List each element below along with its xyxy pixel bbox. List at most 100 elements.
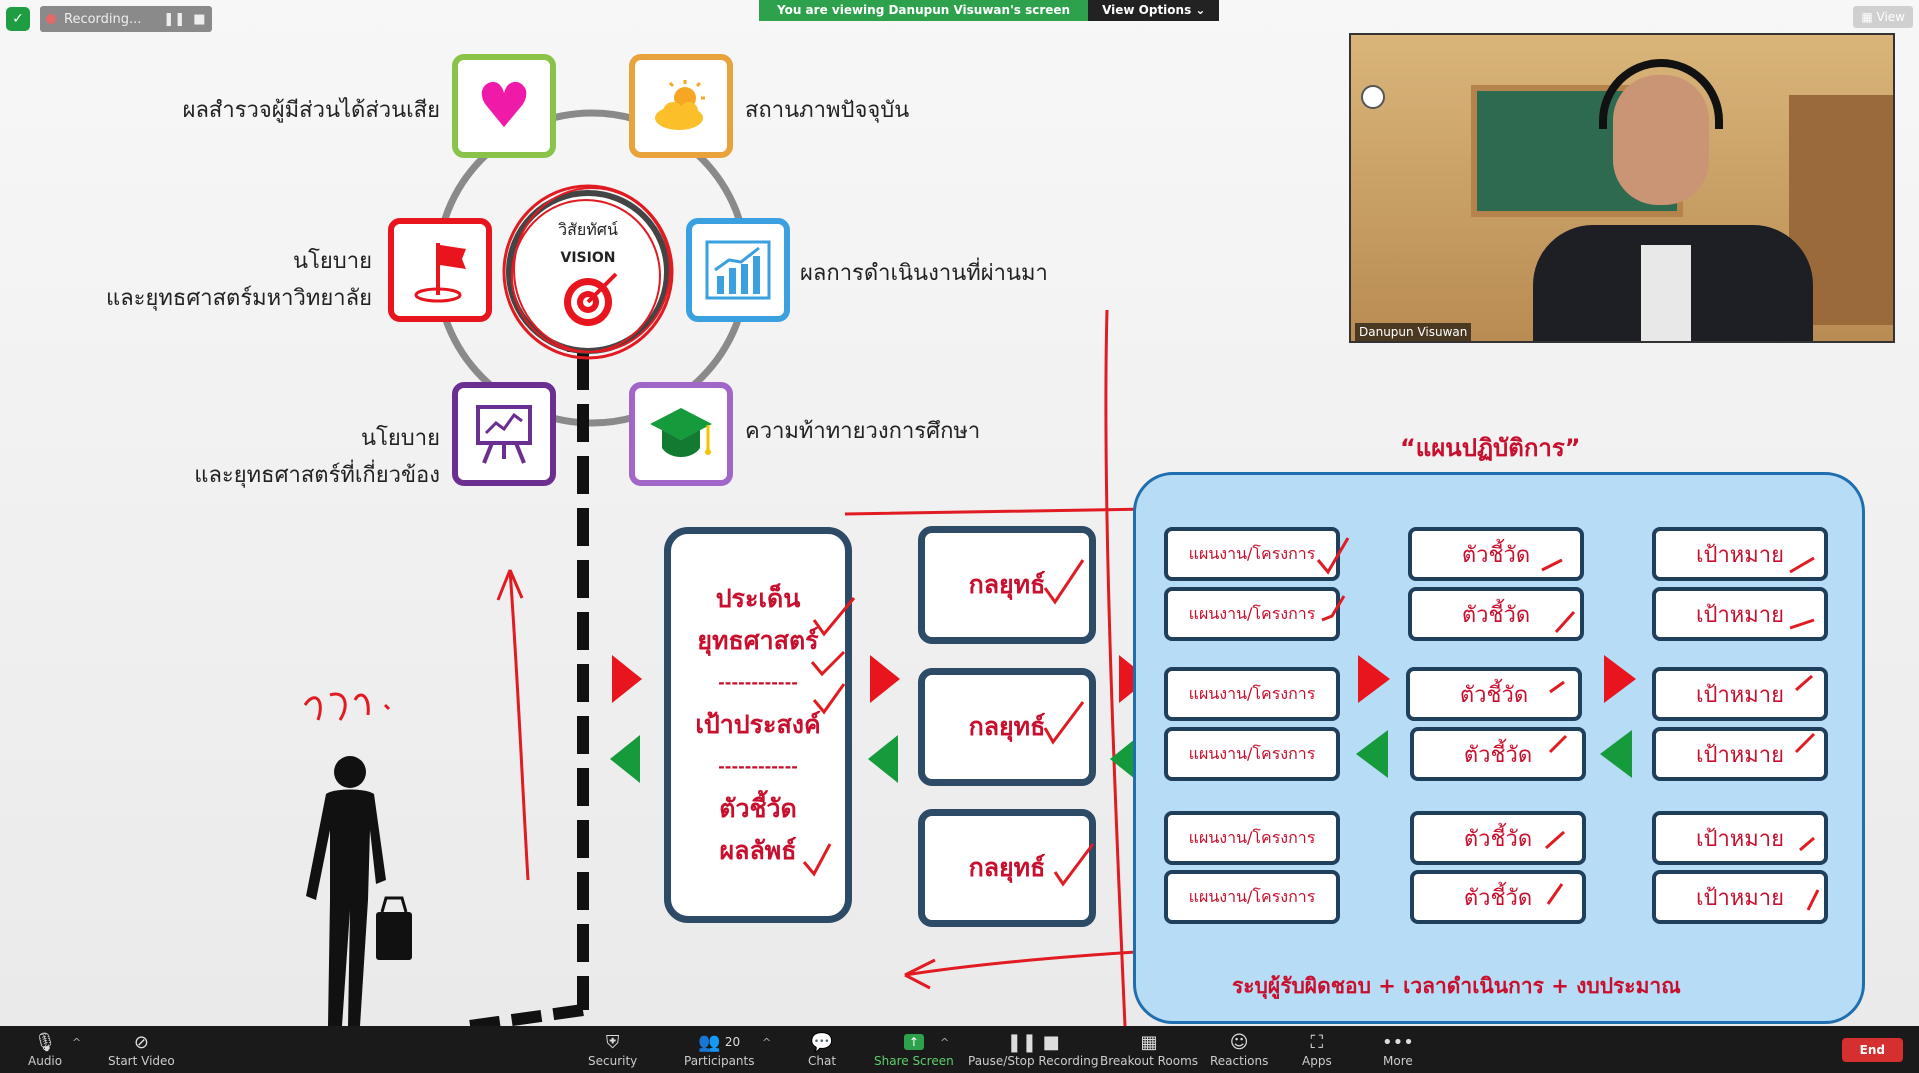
plan-box: แผนงาน/โครงการ <box>1164 811 1340 865</box>
footer-note: ระบุผู้รับผิดชอบ + เวลาดำเนินการ + งบประ… <box>1232 974 1681 998</box>
audio-button[interactable]: 🎙Audio <box>28 1031 63 1069</box>
chat-icon: 💬 <box>810 1031 834 1053</box>
breakout-rooms-button[interactable]: ▦Breakout Rooms <box>1100 1031 1199 1069</box>
current-status-label: สถานภาพปัจจุบัน <box>745 98 910 123</box>
flag-icon <box>414 243 466 303</box>
past-performance-tile <box>686 218 790 322</box>
right-triangle <box>870 655 900 703</box>
viewing-banner: You are viewing Danupun Visuwan's screen… <box>759 0 1220 21</box>
presentation-board-icon <box>476 405 532 464</box>
university-policy-tile <box>388 218 492 322</box>
more-button[interactable]: •••More <box>1382 1031 1414 1069</box>
audio-chevron-icon[interactable]: ^ <box>72 1036 82 1049</box>
target-box: เป้าหมาย <box>1652 811 1828 865</box>
stakeholder-survey-tile: ♥ <box>452 54 556 158</box>
strategy-box-3: กลยุทธ์ <box>918 809 1096 927</box>
end-button[interactable]: End <box>1841 1038 1903 1062</box>
participants-button[interactable]: 👥 20 Participants <box>684 1031 755 1069</box>
stakeholder-survey-label: ผลสำรวจผู้มีส่วนได้ส่วนเสีย <box>182 98 440 123</box>
reactions-button[interactable]: ☺Reactions <box>1210 1031 1269 1069</box>
strategic-issue-box: ประเด็น ยุทธศาสตร์ ------------ เป้าประส… <box>664 527 852 923</box>
participant-name: Danupun Visuwan <box>1355 323 1472 341</box>
reactions-icon: ☺ <box>1229 1031 1249 1053</box>
zoom-top-left: ✓ Recording... ❚❚ ■ <box>6 6 212 32</box>
apps-icon: ⛶ <box>1310 1031 1324 1053</box>
ink-circle-scribble <box>502 184 674 360</box>
university-policy-label-1: นโยบาย <box>293 249 372 274</box>
target-box: เป้าหมาย <box>1652 527 1828 581</box>
clock-icon <box>1361 85 1385 109</box>
sun-cloud-icon <box>655 80 705 130</box>
plan-box: แผนงาน/โครงการ <box>1164 727 1340 781</box>
plan-box: แผนงาน/โครงการ <box>1164 527 1340 581</box>
indicator-box: ตัวชี้วัด <box>1406 667 1582 721</box>
chat-button[interactable]: 💬Chat <box>808 1031 837 1069</box>
ink-up-arrow <box>496 569 530 881</box>
pause-stop-recording-button[interactable]: ❚❚ ■Pause/Stop Recording <box>968 1031 1099 1069</box>
plan-box: แผนงาน/โครงการ <box>1164 667 1340 721</box>
university-policy-label-2: และยุทธศาสตร์มหาวิทยาลัย <box>106 286 372 311</box>
speaker-shirt <box>1641 245 1691 341</box>
plan-box: แผนงาน/โครงการ <box>1164 587 1340 641</box>
indicator-box: ตัวชี้วัด <box>1408 527 1584 581</box>
slide-drawing <box>303 109 1661 1026</box>
ink-checkmarks <box>802 537 1820 911</box>
record-dot-icon <box>46 14 56 24</box>
speaker-video[interactable]: Danupun Visuwan <box>1349 33 1895 343</box>
target-box: เป้าหมาย <box>1652 870 1828 924</box>
strategic-issue-line2: ยุทธศาสตร์ <box>697 626 819 655</box>
indicator-box: ตัวชี้วัด <box>1410 727 1586 781</box>
pause-recording-icon[interactable]: ❚❚ <box>163 11 186 27</box>
related-policy-tile <box>452 382 556 486</box>
related-policy-label-1: นโยบาย <box>361 426 440 451</box>
share-chevron-icon[interactable]: ^ <box>940 1036 950 1049</box>
shared-screen: ♥ <box>0 0 1919 1026</box>
breakout-rooms-icon: ▦ <box>1140 1031 1158 1053</box>
recording-label: Recording... <box>64 11 142 27</box>
businessman-figure <box>306 756 412 1026</box>
encryption-shield-icon[interactable]: ✓ <box>6 7 30 31</box>
viewing-text: You are viewing Danupun Visuwan's screen <box>759 0 1089 21</box>
start-video-button[interactable]: ⊘Start Video <box>108 1031 175 1069</box>
outcome-label: ผลลัพธ์ <box>719 836 797 865</box>
pause-stop-icon: ❚❚ ■ <box>1006 1031 1060 1053</box>
view-options-button[interactable]: View Options ⌄ <box>1088 0 1220 21</box>
heart-icon: ♥ <box>476 69 532 142</box>
strategic-issue-sep-2: ------------ <box>718 757 798 776</box>
vision-thai-label: วิสัยทัศน์ <box>558 220 618 239</box>
strategic-issue-sep-1: ------------ <box>718 673 798 692</box>
goal-label: เป้าประสงค์ <box>695 710 821 739</box>
education-challenges-tile <box>629 382 733 486</box>
target-box: เป้าหมาย <box>1652 667 1828 721</box>
right-triangle <box>1604 655 1636 703</box>
left-triangle <box>610 735 640 783</box>
strategy-box-2: กลยุทธ์ <box>918 668 1096 786</box>
view-button[interactable]: ▦ View <box>1853 6 1913 28</box>
apps-button[interactable]: ⛶Apps <box>1302 1031 1332 1069</box>
participants-chevron-icon[interactable]: ^ <box>762 1036 772 1049</box>
plan-box: แผนงาน/โครงการ <box>1164 870 1340 924</box>
right-triangle <box>1358 655 1390 703</box>
participants-icon: 👥 20 <box>698 1031 741 1053</box>
stop-recording-icon[interactable]: ■ <box>193 11 206 27</box>
left-triangle <box>1356 730 1388 778</box>
left-triangle <box>1600 730 1632 778</box>
meeting-toolbar: 🎙Audio ^ ⊘Start Video ⛨Security 👥 20 Par… <box>0 1026 1919 1073</box>
ink-scribble <box>303 692 391 721</box>
microphone-icon: 🎙 <box>33 1031 57 1053</box>
share-screen-icon: ↑ <box>903 1030 924 1054</box>
target-icon <box>564 272 618 326</box>
right-triangle <box>612 655 642 703</box>
more-icon: ••• <box>1382 1031 1414 1053</box>
graduation-cap-icon <box>650 408 712 457</box>
recording-indicator: Recording... ❚❚ ■ <box>40 6 212 32</box>
security-button[interactable]: ⛨Security <box>588 1031 638 1069</box>
action-plan-title: “แผนปฏิบัติการ” <box>1400 434 1581 462</box>
vision-en-label: VISION <box>560 250 616 266</box>
past-performance-label: ผลการดำเนินงานที่ผ่านมา <box>800 261 1048 286</box>
indicator-box: ตัวชี้วัด <box>1408 587 1584 641</box>
video-off-icon: ⊘ <box>133 1031 149 1053</box>
share-screen-button[interactable]: ↑ Share Screen <box>874 1030 954 1068</box>
indicator-box: ตัวชี้วัด <box>1410 870 1586 924</box>
target-box: เป้าหมาย <box>1652 727 1828 781</box>
